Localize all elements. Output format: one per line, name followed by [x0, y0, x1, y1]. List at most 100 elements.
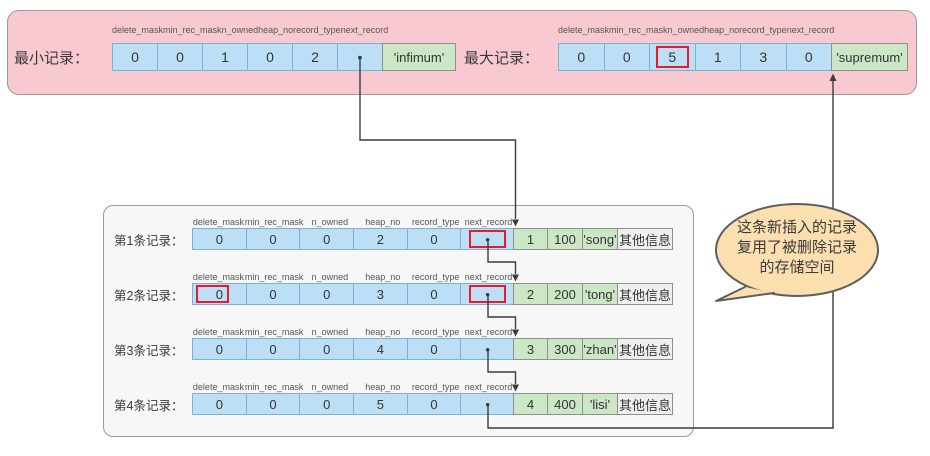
field-header-delete-mask: delete_mask	[192, 272, 244, 282]
min-record-row: 0 0 1 0 2 •	[112, 43, 383, 71]
record-1-headers: delete_mask min_rec_mask n_owned heap_no…	[192, 217, 515, 227]
field-header-n-owned: n_owned	[667, 25, 705, 35]
record-4-row: 0 0 0 5 0 •	[192, 393, 515, 415]
field-header-heap-no: heap_no	[365, 327, 401, 337]
max-record-headers: delete_mask min_rec_mask n_owned heap_no…	[558, 25, 835, 35]
record-1-cell-1: 0	[245, 229, 300, 249]
min-record-label: 最小记录：	[14, 49, 90, 67]
field-header-min-rec-mask: min_rec_mask	[244, 217, 304, 227]
field-header-min-rec-mask: min_rec_mask	[609, 25, 668, 35]
max-record-cell-5: 0	[785, 44, 832, 70]
record-4-number: 400	[547, 393, 583, 415]
callout-line: 复用了被删除记录	[736, 239, 857, 256]
record-2-id: 2	[513, 283, 548, 305]
max-record-cell-3: 1	[694, 44, 741, 70]
callout-line: 这条新插入的记录	[736, 219, 857, 236]
field-header-next-record: next_record	[464, 382, 513, 392]
record-4-id: 4	[513, 393, 548, 415]
record-4-name: 'lisi'	[582, 393, 618, 415]
min-record-next-record-pointer: •	[337, 44, 382, 70]
record-4-cell-3: 5	[353, 394, 407, 414]
field-header-record-type: record_type	[411, 272, 460, 282]
min-record-cell-0: 0	[131, 49, 139, 65]
record-3-cell-2: 0	[299, 339, 353, 359]
field-header-next-record: next_record	[464, 272, 513, 282]
min-record-cell-3: 0	[247, 44, 292, 70]
record-2-number: 200	[547, 283, 583, 305]
record-3-number: 300	[547, 338, 583, 360]
callout-line: 的存储空间	[759, 259, 835, 276]
record-3-data: 3 300 'zhan' 其他信息	[513, 338, 673, 360]
callout-bubble-tail	[715, 286, 775, 302]
max-record-row: 0 0 5 1 3 0	[558, 43, 832, 71]
field-header-min-rec-mask: min_rec_mask	[244, 272, 304, 282]
record-1-next-record-pointer-highlighted: •	[460, 229, 514, 249]
field-header-n-owned: n_owned	[311, 327, 349, 337]
field-header-n-owned: n_owned	[221, 25, 259, 35]
field-header-delete-mask: delete_mask	[558, 25, 610, 35]
record-4-cell-0: 0	[215, 396, 223, 412]
record-1-cell-4: 0	[406, 229, 461, 249]
field-header-heap-no: heap_no	[365, 217, 401, 227]
record-2-cell-1: 0	[245, 284, 300, 304]
record-2-next-record-pointer-highlighted: •	[460, 284, 514, 304]
field-header-delete-mask: delete_mask	[192, 327, 244, 337]
record-2-name: 'tong'	[582, 283, 618, 305]
record-3-headers: delete_mask min_rec_mask n_owned heap_no…	[192, 327, 515, 337]
min-record-cell-2: 1	[202, 44, 247, 70]
record-4-headers: delete_mask min_rec_mask n_owned heap_no…	[192, 382, 515, 392]
field-header-heap-no: heap_no	[704, 25, 740, 35]
record-4-other-info: 其他信息	[617, 393, 673, 415]
min-record-headers: delete_mask min_rec_mask n_owned heap_no…	[112, 25, 388, 35]
record-2-data: 2 200 'tong' 其他信息	[513, 283, 673, 305]
field-header-next-record: next_record	[464, 217, 513, 227]
max-record-cell-4: 3	[740, 44, 786, 70]
record-3-cell-0: 0	[215, 341, 223, 357]
record-1-cell-0: 0	[215, 231, 223, 247]
field-header-heap-no: heap_no	[365, 382, 401, 392]
max-record-cell-0: 0	[577, 49, 586, 65]
record-3-cell-4: 0	[406, 339, 461, 359]
record-2-delete-mask-highlighted: 0	[193, 284, 246, 304]
record-3-row: 0 0 0 4 0 •	[192, 338, 515, 360]
callout-note: 这条新插入的记录 复用了被删除记录 的存储空间	[716, 218, 878, 278]
record-1-label: 第1条记录：	[114, 233, 184, 248]
record-4-cell-4: 0	[406, 394, 461, 414]
field-header-next-record: next_record	[340, 25, 389, 35]
record-1-row: 0 0 0 2 0 •	[192, 228, 515, 250]
field-header-heap-no: heap_no	[365, 272, 401, 282]
record-1-number: 100	[547, 228, 583, 250]
record-2-cell-2: 0	[299, 284, 353, 304]
min-record-cell-4: 2	[292, 44, 337, 70]
record-2-label: 第2条记录：	[114, 288, 184, 303]
field-header-next-record: next_record	[464, 327, 513, 337]
record-3-other-info: 其他信息	[617, 338, 673, 360]
field-header-delete-mask: delete_mask	[192, 217, 244, 227]
record-4-cell-1: 0	[245, 394, 300, 414]
record-1-cell-3: 2	[353, 229, 407, 249]
record-1-id: 1	[513, 228, 548, 250]
field-header-heap-no: heap_no	[258, 25, 294, 35]
field-header-min-rec-mask: min_rec_mask	[163, 25, 222, 35]
record-1-cell-2: 0	[299, 229, 353, 249]
field-header-n-owned: n_owned	[311, 217, 349, 227]
record-3-next-record-pointer: •	[460, 339, 514, 359]
field-header-delete-mask: delete_mask	[192, 382, 244, 392]
record-3-cell-3: 4	[353, 339, 407, 359]
field-header-n-owned: n_owned	[311, 382, 349, 392]
field-header-next-record: next_record	[786, 25, 835, 35]
field-header-record-type: record_type	[411, 382, 460, 392]
record-1-other-info: 其他信息	[617, 228, 673, 250]
record-3-label: 第3条记录：	[114, 343, 184, 358]
supremum-cell: 'supremum'	[831, 43, 908, 71]
field-header-delete-mask: delete_mask	[112, 25, 164, 35]
record-4-data: 4 400 'lisi' 其他信息	[513, 393, 673, 415]
record-2-cell-3: 3	[353, 284, 407, 304]
max-record-label: 最大记录：	[464, 49, 540, 67]
record-3-id: 3	[513, 338, 548, 360]
field-header-min-rec-mask: min_rec_mask	[244, 382, 304, 392]
record-2-other-info: 其他信息	[617, 283, 673, 305]
infimum-cell: 'infimum'	[382, 43, 456, 71]
record-3-cell-1: 0	[245, 339, 300, 359]
